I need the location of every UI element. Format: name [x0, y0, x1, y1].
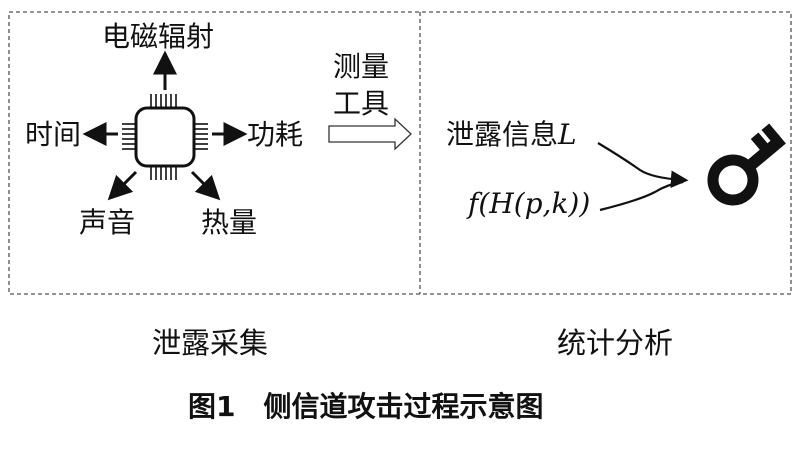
leak-var: L [558, 118, 577, 151]
key-icon [707, 123, 786, 206]
arrow-down-left [107, 170, 138, 201]
caption-statistical-analysis: 统计分析 [557, 326, 674, 360]
label-sound: 声音 [79, 206, 136, 239]
label-em-radiation: 电磁辐射 [102, 20, 215, 53]
figure-title: 图1 侧信道攻击过程示意图 [188, 390, 544, 423]
arrow-down-right [190, 170, 221, 201]
label-heat: 热量 [201, 206, 258, 239]
label-time: 时间 [25, 118, 82, 151]
hollow-arrow [328, 117, 412, 151]
label-function: f(H(p,k)) [468, 187, 591, 220]
label-leak-info: 泄露信息L [446, 121, 577, 149]
dashed-frame [8, 11, 792, 295]
label-power: 功耗 [247, 118, 304, 151]
chip-icon [122, 94, 208, 180]
curve-arrow-func [599, 180, 684, 212]
label-measure: 测量 [333, 50, 390, 83]
label-tool: 工具 [333, 87, 390, 120]
curve-arrow-leak [597, 142, 689, 189]
leak-prefix: 泄露信息 [446, 118, 559, 151]
caption-leak-collection: 泄露采集 [152, 326, 269, 360]
